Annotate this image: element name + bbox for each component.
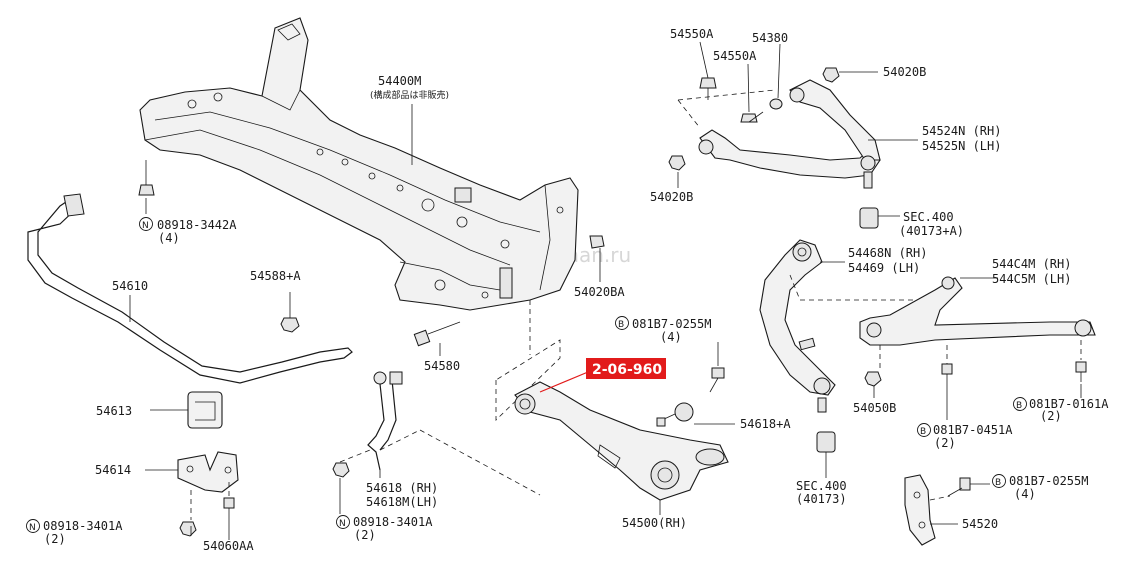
label-54060aa: 54060AA (203, 539, 254, 553)
bolt-081b7-0161a[interactable] (1075, 361, 1087, 382)
bolt-081b7-0451a[interactable] (941, 363, 953, 400)
nut-08918-3401a-left[interactable] (179, 521, 197, 537)
nut-08918-3401a-right[interactable] (332, 462, 350, 478)
label-sec400a: SEC.400 (903, 210, 954, 224)
label-54613: 54613 (96, 404, 132, 418)
label-54550a-1: 54550A (670, 27, 714, 41)
label-54500: 54500(RH) (622, 516, 687, 530)
label-081b7-0255m-2-qty: (4) (1014, 487, 1036, 501)
svg-text:B: B (995, 478, 1001, 488)
nut-marker-08918-3401a-2: N (336, 515, 350, 529)
label-081b7-0255m-1-qty: (4) (660, 330, 682, 344)
callout-code: 2-06-960 (592, 362, 662, 378)
svg-text:N: N (142, 221, 149, 231)
label-54614: 54614 (95, 463, 131, 477)
stabilizer-link-54618[interactable] (367, 371, 403, 471)
label-54618m-lh: 54618M(LH) (366, 495, 438, 509)
label-544c4m: 544C4M (RH) (992, 257, 1071, 271)
upper-arm-54524n[interactable] (698, 79, 881, 189)
nut-54588a[interactable] (280, 317, 300, 333)
label-54468n: 54468N (RH) (848, 246, 927, 260)
label-08918-3442a: 08918-3442A (157, 218, 237, 232)
label-08918-3442a-qty: (4) (158, 231, 180, 245)
spindle-knuckle-54468n[interactable] (759, 239, 836, 413)
member-mount-bolt[interactable] (138, 160, 155, 196)
label-54550a-2: 54550A (713, 49, 757, 63)
label-081b7-0161a-qty: (2) (1040, 409, 1062, 423)
label-081b7-0161a: 081B7-0161A (1029, 397, 1109, 411)
bolt-54618a[interactable] (656, 402, 694, 427)
bolt-081b7-0255m-lower[interactable] (947, 477, 971, 497)
label-54020b-left: 54020B (650, 190, 693, 204)
bushing-clamp-54614[interactable] (177, 451, 239, 493)
svg-text:N: N (339, 519, 346, 529)
leader-lines (129, 41, 1082, 540)
label-54520: 54520 (962, 517, 998, 531)
stabilizer-bar-54610[interactable] (27, 193, 353, 384)
suspension-member-54400m[interactable] (139, 17, 579, 311)
label-54610: 54610 (112, 279, 148, 293)
svg-text:N: N (29, 523, 36, 533)
bolt-54580[interactable] (413, 321, 461, 347)
svg-text:B: B (920, 427, 926, 437)
bracket-54520[interactable] (904, 474, 936, 546)
boot-sec400a[interactable] (859, 207, 879, 229)
label-54618-rh: 54618 (RH) (366, 481, 438, 495)
label-54588a: 54588+A (250, 269, 301, 283)
label-54525n: 54525N (LH) (922, 139, 1001, 153)
label-081b7-0451a-qty: (2) (934, 436, 956, 450)
label-54580: 54580 (424, 359, 460, 373)
label-08918-3401a-2-qty: (2) (354, 528, 376, 542)
nut-54050b[interactable] (864, 371, 882, 387)
label-54020b-top: 54020B (883, 65, 926, 79)
bolt-marker-081b7-0255m-2: B (992, 474, 1006, 488)
lower-arm-54500[interactable] (514, 381, 729, 501)
label-54400m-note: (構成部品は非販売) (370, 89, 449, 101)
label-sec400a-sub: (40173+A) (899, 224, 964, 238)
label-sec400b-sub: (40173) (796, 492, 847, 506)
bolt-54060aa[interactable] (223, 497, 235, 530)
nut-54020b-top[interactable] (822, 67, 840, 83)
washer-54380[interactable] (769, 98, 783, 110)
label-54380: 54380 (752, 31, 788, 45)
label-54400m: 54400M (378, 74, 421, 88)
label-08918-3401a-1: 08918-3401A (43, 519, 123, 533)
nut-marker-08918-3442a: N (139, 217, 153, 231)
label-081b7-0255m-1: 081B7-0255M (632, 317, 711, 331)
label-081b7-0451a: 081B7-0451A (933, 423, 1013, 437)
svg-text:B: B (618, 320, 624, 330)
label-544c5m: 544C5M (LH) (992, 272, 1071, 286)
stabilizer-bushing-54613[interactable] (187, 391, 223, 429)
nut-54020b-left[interactable] (668, 155, 686, 171)
label-08918-3401a-1-qty: (2) (44, 532, 66, 546)
label-sec400b: SEC.400 (796, 479, 847, 493)
boot-sec400b[interactable] (816, 431, 836, 453)
label-54050b: 54050B (853, 401, 896, 415)
label-54524n: 54524N (RH) (922, 124, 1001, 138)
label-08918-3401a-2: 08918-3401A (353, 515, 433, 529)
nut-54020ba[interactable] (589, 235, 605, 249)
label-54020ba: 54020BA (574, 285, 625, 299)
bolt-marker-081b7-0451a: B (917, 423, 931, 437)
bolt-54550a[interactable] (699, 77, 764, 123)
bolt-marker-081b7-0255m-1: B (615, 316, 629, 330)
bolt-marker-081b7-0161a: B (1013, 397, 1027, 411)
bolt-081b7-0255m-upper[interactable] (709, 367, 725, 393)
label-081b7-0255m-2: 081B7-0255M (1009, 474, 1088, 488)
label-54469: 54469 (LH) (848, 261, 920, 275)
callout-2-06-960[interactable]: 2-06-960 (539, 358, 666, 393)
svg-text:B: B (1016, 401, 1022, 411)
tension-rod-544c4m[interactable] (859, 276, 1096, 346)
label-54618a: 54618+A (740, 417, 791, 431)
nut-marker-08918-3401a-1: N (26, 519, 40, 533)
